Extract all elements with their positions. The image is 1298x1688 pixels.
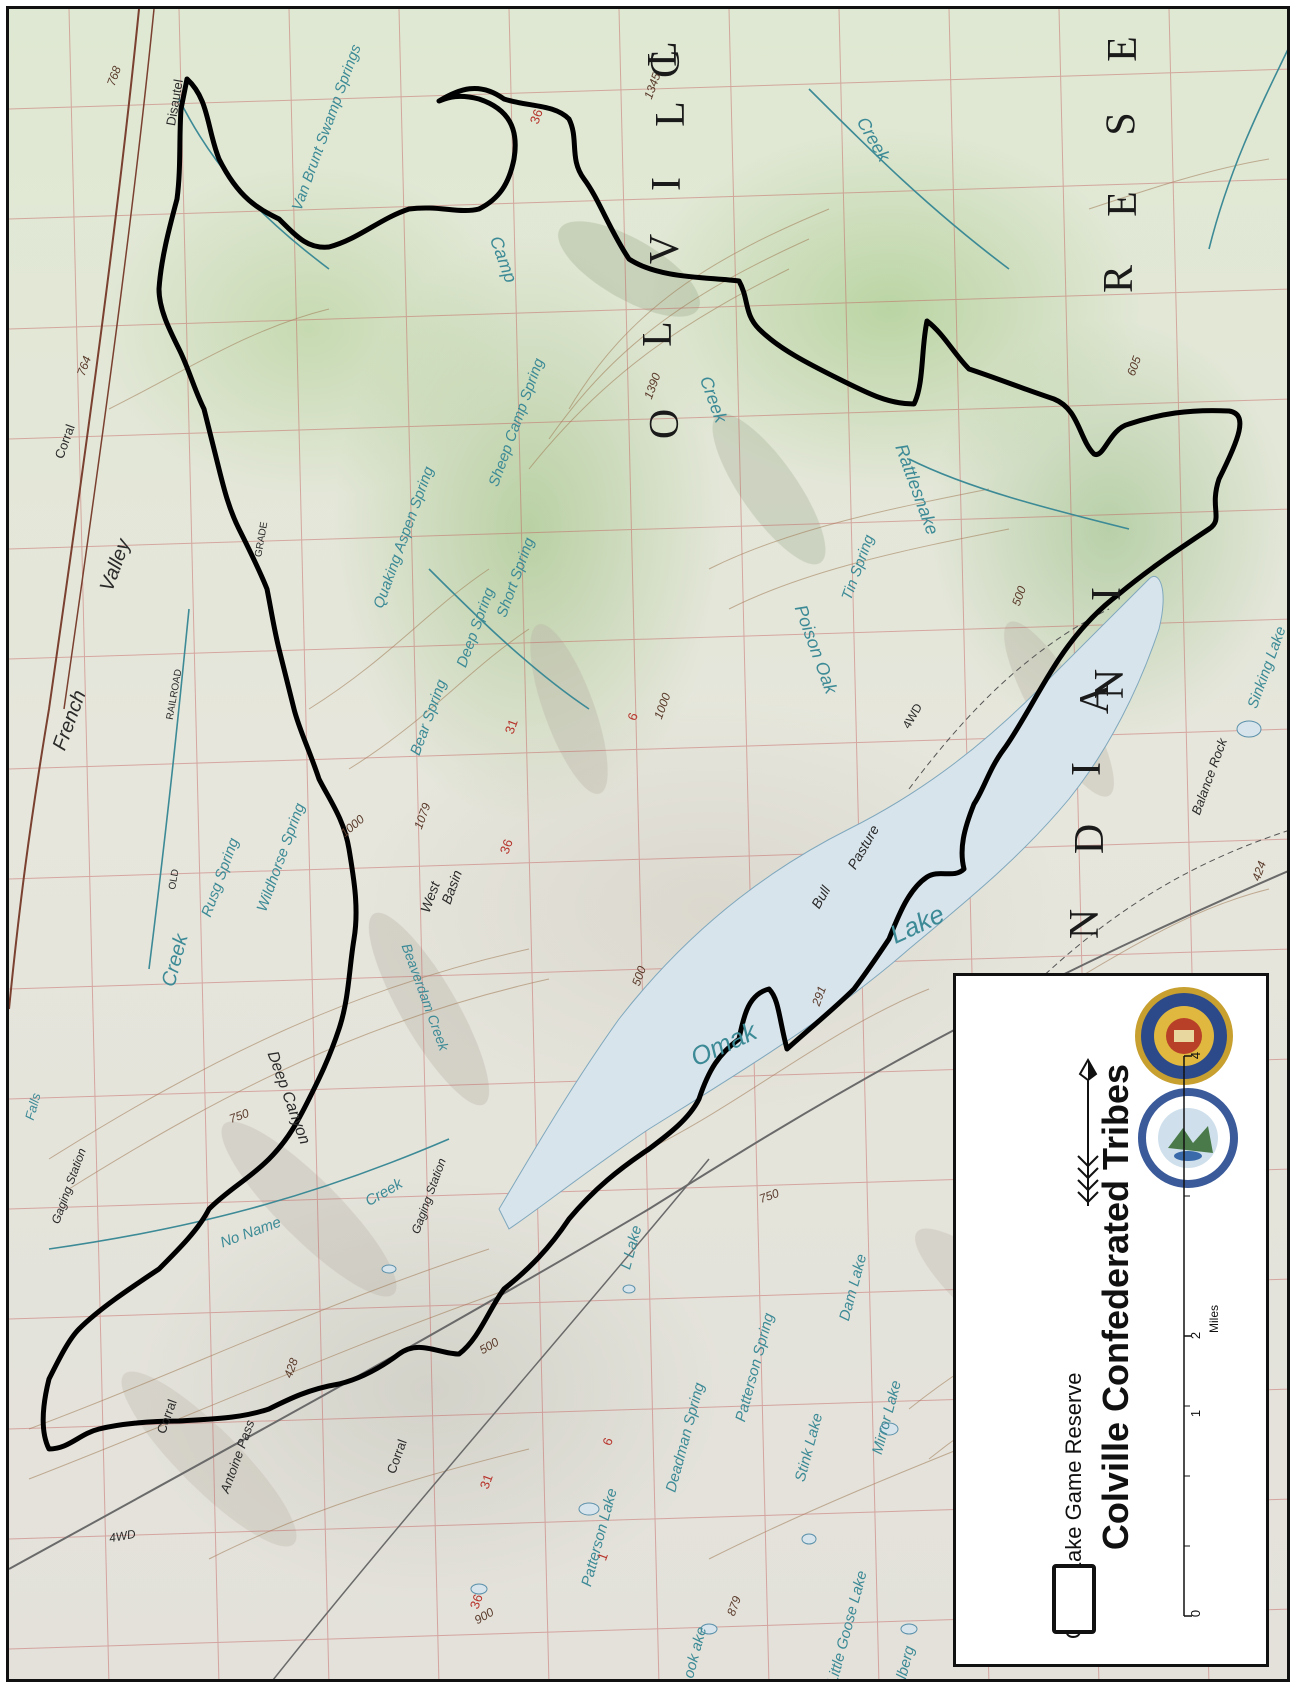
scale-tick-2: 2 (1188, 1331, 1204, 1340)
region-letter-r: R (1096, 262, 1143, 294)
scale-bar (1183, 1055, 1192, 1617)
legend-boundary-swatch (1052, 1564, 1096, 1634)
region-letter-n2: N (1062, 906, 1109, 940)
region-letter-e: E (1099, 34, 1146, 62)
region-letter-o: O (642, 406, 689, 440)
topographic-map: C O L V I L L E R E S I N D I A N French… (6, 6, 1290, 1682)
region-letter-e2: E (1099, 189, 1146, 217)
scale-tick-4: 4 (1188, 1051, 1204, 1060)
region-letter-i2: I (1084, 585, 1130, 601)
scale-tick-1: 1 (1188, 1409, 1204, 1418)
region-letter-l3: L (639, 39, 686, 67)
creeks (48, 49, 1287, 1250)
north-arrow-icon (1077, 1057, 1099, 1206)
fish-wildlife-seal-icon (1138, 1088, 1238, 1188)
map-legend: Colville Confederated Tribes Omak Lake G… (953, 973, 1269, 1667)
scale-tick-0: 0 (1188, 1609, 1204, 1618)
region-letter-s: S (1098, 110, 1145, 136)
region-letter-l: L (634, 319, 681, 347)
omak-lake-water (498, 576, 1164, 1230)
region-letter-i: I (644, 175, 690, 191)
region-letter-a: A (1072, 681, 1119, 715)
ponds (381, 720, 1262, 1635)
region-letter-d: D (1067, 821, 1114, 855)
game-reserve-boundary (40, 76, 1243, 1452)
region-letter-l2: L (647, 99, 694, 127)
scale-unit: Miles (1207, 1304, 1222, 1334)
region-letter-v: V (642, 231, 689, 265)
region-letter-i3: I (1064, 760, 1110, 776)
